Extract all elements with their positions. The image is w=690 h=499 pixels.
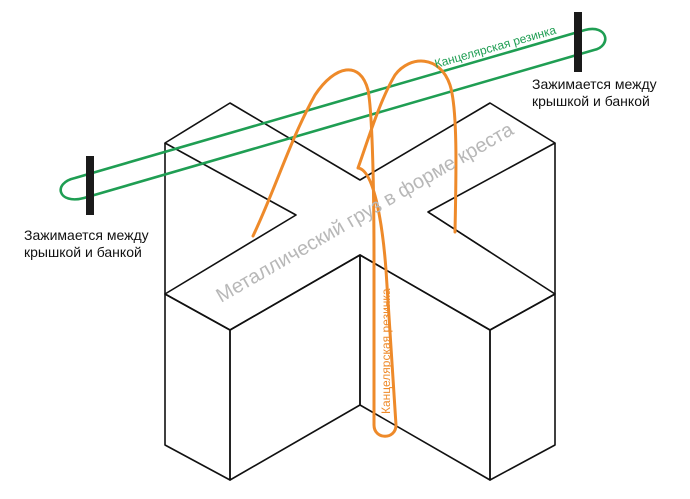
cross-front-left-face	[164, 293, 231, 481]
green-band-label: Канцелярская резинка	[433, 23, 558, 71]
orange-band-label: Канцелярская резинка	[379, 288, 393, 414]
clamp-caption-left-line1: Зажимается между	[24, 227, 149, 243]
clamp-caption-left: Зажимается между крышкой и банкой	[24, 227, 149, 261]
clamp-caption-right-line2: крышкой и банкой	[532, 93, 650, 109]
clamp-bar-left	[86, 156, 94, 215]
clamp-bar-right	[574, 12, 582, 72]
clamp-caption-right-line1: Зажимается между	[532, 76, 657, 92]
clamp-caption-right: Зажимается между крышкой и банкой	[532, 76, 657, 110]
cross-weight-outline	[164, 102, 556, 481]
orange-rubber-band	[251, 59, 458, 438]
cross-back-arm-right-edge	[427, 211, 491, 253]
clamp-caption-left-line2: крышкой и банкой	[24, 244, 142, 260]
green-rubber-band	[59, 27, 607, 201]
cross-right-arm-front-face	[489, 293, 556, 481]
